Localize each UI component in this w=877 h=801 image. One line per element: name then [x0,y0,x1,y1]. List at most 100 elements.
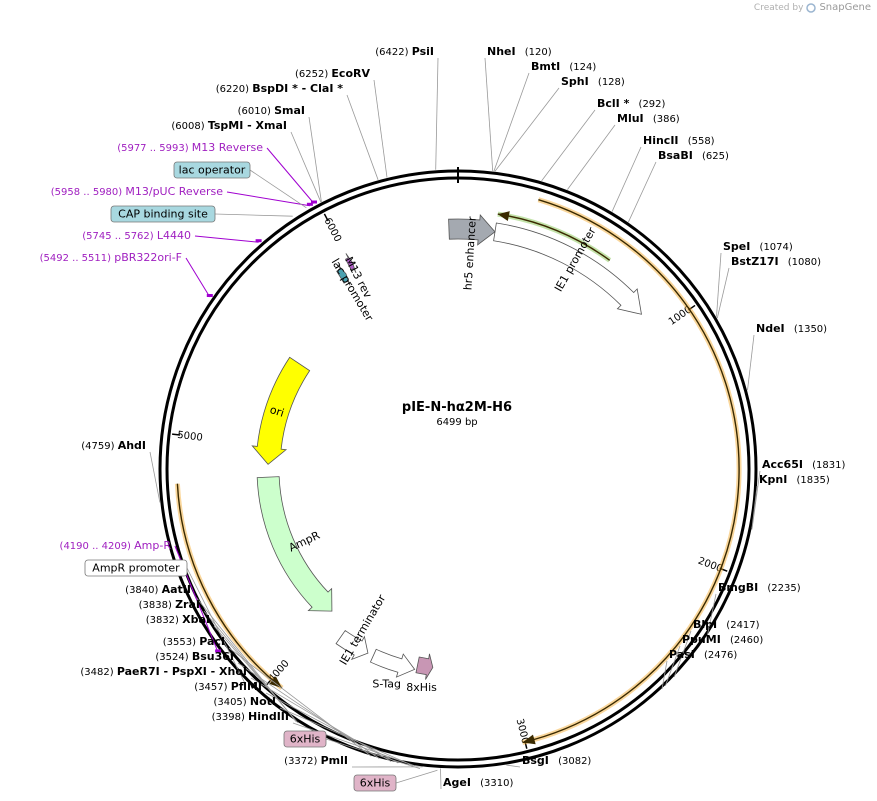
boxed-label: 6xHis [360,777,391,790]
enzyme-label-part: (6220) [216,84,252,95]
enzyme-label: (6252) EcoRV [295,67,370,80]
primer-label: (5977 .. 5993) M13 Reverse [117,141,263,154]
enzyme-label-part: (2235) [764,583,801,594]
leader-line [493,72,530,172]
enzyme-label-part: (3457) [194,682,230,693]
leader-line [346,94,379,180]
enzyme-label: (3482) PaeR7I - PspXI - XhoI [80,665,247,678]
enzyme-label: (6422) PsiI [375,45,434,58]
enzyme-label-part: (625) [699,151,729,162]
leader-line [250,677,392,762]
enzyme-label-part: ZraI [175,598,200,611]
box-leader [214,213,293,217]
enzyme-label-part: NotI [250,695,276,708]
feature-arrow [251,356,311,465]
enzyme-label: BmtI (124) [531,60,596,73]
enzyme-label-part: BstZ17I [731,255,779,268]
enzyme-label: (6010) SmaI [238,104,305,117]
enzyme-label: (3372) PmlI [284,754,348,767]
primer-leader [194,235,259,243]
enzyme-label: NdeI (1350) [756,322,827,335]
leader-line [494,87,560,172]
box-leader [186,567,246,684]
enzyme-label-part: PsiI [412,45,434,58]
boxed-label-bg [84,559,188,577]
enzyme-label: SpeI (1074) [723,240,793,253]
enzyme-label-part: (3405) [213,697,249,708]
plasmid-name: pIE-N-hα2M-H6 [402,400,512,415]
primer-label-part: (5958 .. 5980) [51,187,126,198]
enzyme-label-part: (2460) [727,635,764,646]
boxed-label: AmpR promoter [92,562,180,575]
enzyme-label-part: AhdI [118,439,146,452]
backbone [158,167,758,769]
enzyme-label: (3457) PflMI [194,680,262,693]
leader-line [279,707,414,766]
leader-line [213,625,299,723]
enzyme-label-part: BsaBI [658,149,693,162]
primer-mark [206,294,213,297]
enzyme-label-part: (1835) [793,475,830,486]
primer-label-part: M13 Reverse [192,141,263,154]
leader-line [665,645,681,686]
feature-arrow [345,253,357,274]
enzyme-label-part: BspDI * - ClaI * [252,82,343,95]
primer-leader [226,191,310,207]
enzyme-label-part: PpuMI [682,633,721,646]
enzyme-label-part: (3310) [477,778,514,789]
primer-mark [306,202,313,206]
enzyme-label-part: PacI [199,635,225,648]
snapgene-logo-icon [806,2,817,13]
enzyme-label-part: (3840) [125,585,161,596]
enzyme-label: Acc65I (1831) [762,458,845,471]
feature-label: AmpR [287,528,323,554]
enzyme-label-part: (6010) [238,106,274,117]
enzyme-label: SphI (128) [561,75,625,88]
enzyme-label: NheI (120) [487,45,552,58]
primer-label: (4190 .. 4209) Amp-R [60,539,172,552]
enzyme-label: BclI * (292) [597,97,666,110]
orf-arc [522,199,740,744]
enzyme-label-part: (2417) [723,620,760,631]
enzyme-label: (3405) NotI [213,695,276,708]
enzyme-label-part: (3553) [163,637,199,648]
site-labels: NheI (120) BmtI (124) SphI (128) BclI * (29… [40,45,845,792]
leader-line [228,647,372,757]
enzyme-label: MluI (386) [617,112,680,125]
enzyme-label: (3832) XbaI [146,613,210,626]
leader-line [751,485,758,530]
enzyme-label: BsgI (3082) [522,754,591,767]
leader-line [308,116,322,202]
enzyme-label-part: (3524) [155,652,191,663]
enzyme-label-part: BmtI [531,60,560,73]
enzyme-label-part: SpeI [723,240,750,253]
enzyme-label-part: (1074) [756,242,793,253]
enzyme-label-part: (6422) [375,47,411,58]
enzyme-label-part: PmlI [321,754,348,767]
enzyme-label: BmgBI (2235) [718,581,801,594]
enzyme-label-part: (1831) [809,460,846,471]
enzyme-label-part: (6252) [295,69,331,80]
leader-line [440,768,442,790]
tick-label: 5000 [177,430,204,444]
enzyme-label-part: (4759) [81,441,117,452]
box-leader [325,738,421,769]
primer-leader [185,257,211,298]
leader-line [435,57,439,170]
primer-mark [311,200,317,204]
orf-arrowhead [522,734,536,745]
primer-mark [215,649,222,653]
enzyme-label: AgeI (3310) [443,776,513,789]
leader-line [265,692,399,764]
primer-label: (5745 .. 5762) L4440 [82,229,191,242]
enzyme-label-part: TspMI - XmaI [208,119,287,132]
leader-line [290,131,322,203]
leader-line [747,334,755,391]
leader-line [292,722,416,767]
backbone-outer-circle [158,169,758,769]
primer-mark [255,239,262,243]
enzyme-label-part: Bsu36I [192,650,234,663]
feature-arrow [336,264,351,286]
boxed-label: 6xHis [290,733,321,746]
